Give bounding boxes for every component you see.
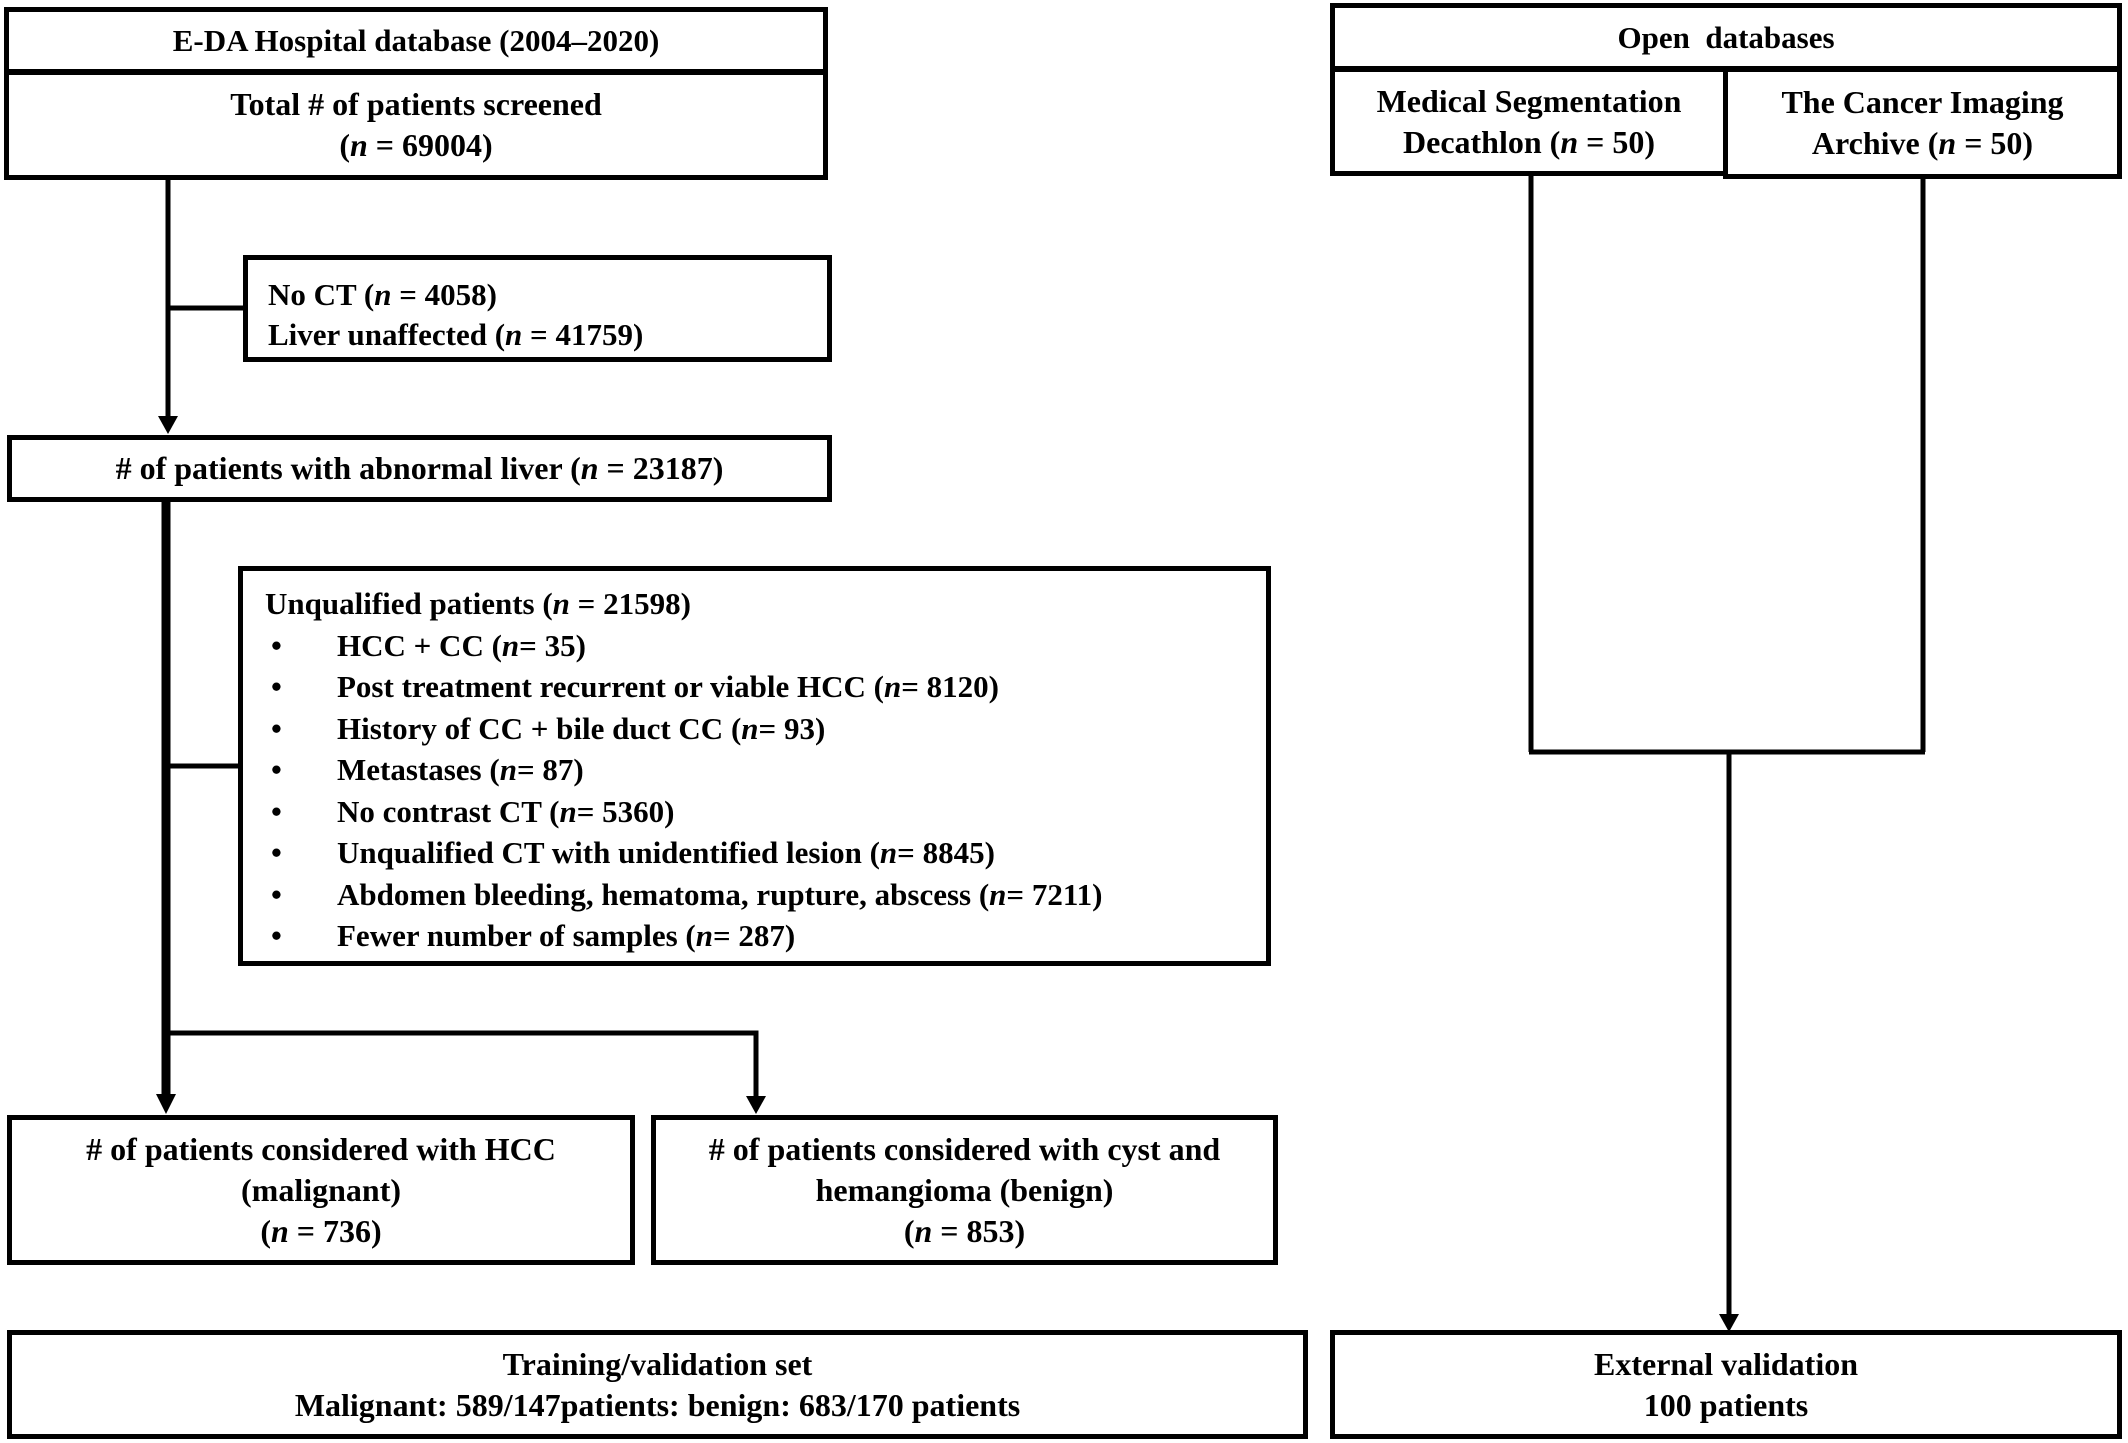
- unqualified-item: •Unqualified CT with unidentified lesion…: [271, 835, 995, 870]
- unqualified-item: •Metastases (n = 87): [271, 752, 584, 787]
- hcc-line1: # of patients considered with HCC: [86, 1130, 556, 1167]
- tcia-box: The Cancer Imaging Archive (n = 50): [1723, 67, 2122, 179]
- screened-box: Total # of patients screened (n = 69004): [4, 70, 828, 180]
- unqualified-item: •HCC + CC (n = 35): [271, 627, 586, 663]
- external-line1: External validation: [1593, 1345, 1858, 1382]
- msd-line2: Decathlon (n = 50): [1403, 123, 1655, 160]
- tcia-line1: The Cancer Imaging: [1781, 84, 2064, 120]
- open-databases-header-text: Open databases: [1617, 19, 1835, 55]
- arrowhead-to-hcc: [156, 1094, 176, 1114]
- msd-box: Medical Segmentation Decathlon (n = 50): [1330, 67, 1728, 176]
- unqualified-box: Unqualified patients (n = 21598) •HCC + …: [238, 566, 1271, 966]
- excluded-no-ct-box: No CT (n = 4058) Liver unaffected (n = 4…: [243, 255, 832, 362]
- eda-header-text: E-DA Hospital database (2004–2020): [172, 23, 660, 58]
- msd-line1: Medical Segmentation: [1376, 82, 1682, 119]
- abnormal-liver-box: # of patients with abnormal liver (n = 2…: [7, 435, 832, 502]
- hcc-line3: (n = 736): [260, 1212, 382, 1249]
- unqualified-item: •Post treatment recurrent or viable HCC …: [271, 669, 999, 704]
- benign-line2: hemangioma (benign): [815, 1171, 1114, 1208]
- training-line1: Training/validation set: [502, 1345, 813, 1382]
- connector-branch-benign: [166, 1030, 759, 1098]
- open-databases-header-box: Open databases: [1330, 3, 2122, 71]
- external-line2: 100 patients: [1643, 1386, 1809, 1423]
- benign-line3: (n = 853): [903, 1212, 1026, 1249]
- eda-header-box: E-DA Hospital database (2004–2020): [4, 7, 828, 74]
- benign-box: # of patients considered with cyst and h…: [651, 1115, 1278, 1265]
- arrowhead-to-abnormal: [158, 416, 178, 434]
- arrowhead-to-benign: [746, 1096, 766, 1114]
- unqualified-item: •No contrast CT (n = 5360): [271, 793, 675, 829]
- training-line2: Malignant: 589/147patients: benign: 683/…: [294, 1386, 1021, 1423]
- unqualified-item: •History of CC + bile duct CC (n = 93): [271, 710, 826, 746]
- benign-line1: # of patients considered with cyst and: [708, 1130, 1221, 1167]
- screened-line1: Total # of patients screened: [230, 86, 602, 122]
- excluded-liver-unaffected: Liver unaffected (n = 41759): [268, 317, 644, 352]
- hcc-malignant-box: # of patients considered with HCC (malig…: [7, 1115, 635, 1265]
- unqualified-item: •Fewer number of samples (n = 287): [271, 918, 796, 953]
- screened-line2: (n = 69004): [339, 127, 493, 163]
- excluded-no-ct: No CT (n = 4058): [268, 277, 497, 312]
- arrowhead-to-external: [1719, 1314, 1739, 1332]
- unqualified-title: Unqualified patients (n = 21598): [265, 586, 691, 621]
- external-validation-box: External validation 100 patients: [1330, 1330, 2122, 1439]
- training-set-box: Training/validation set Malignant: 589/1…: [7, 1330, 1308, 1439]
- hcc-line2: (malignant): [241, 1171, 401, 1208]
- unqualified-item: •Abdomen bleeding, hematoma, rupture, ab…: [271, 876, 1103, 912]
- abnormal-liver-text: # of patients with abnormal liver (n = 2…: [115, 450, 724, 486]
- tcia-line2: Archive (n = 50): [1811, 125, 2034, 161]
